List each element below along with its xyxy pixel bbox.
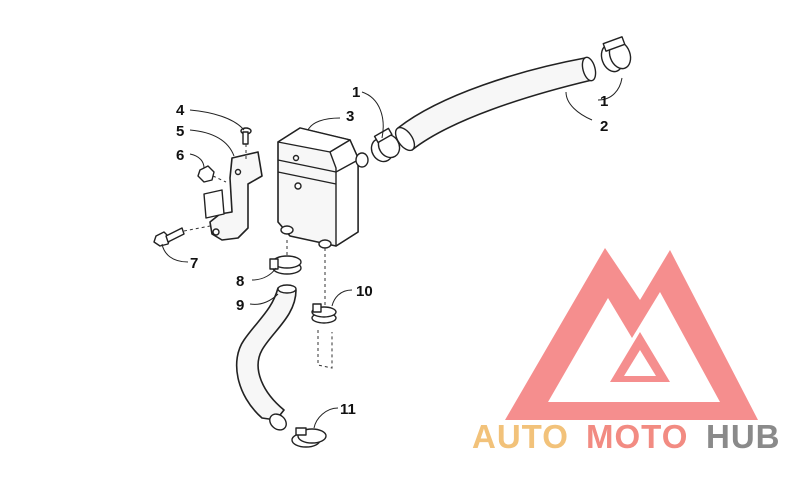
- lower-hose: [235, 284, 297, 431]
- callout-3: 3: [346, 108, 354, 125]
- watermark-hub: HUB: [706, 418, 781, 455]
- callout-7: 7: [190, 255, 198, 272]
- hidden-lines: [183, 144, 333, 369]
- breather-tank: [277, 127, 369, 249]
- mounting-bracket: [203, 151, 263, 241]
- callout-10: 10: [356, 283, 373, 300]
- callout-6: 6: [176, 147, 184, 164]
- upper-right-clamp: [600, 36, 632, 73]
- callout-1-middle: 1: [352, 84, 360, 101]
- watermark-moto: MOTO: [586, 418, 688, 455]
- callout-2: 2: [600, 118, 608, 135]
- middle-clamp: [370, 127, 401, 163]
- watermark-logo: [505, 248, 758, 420]
- nut: [197, 165, 215, 183]
- lower-left-clamp: [269, 255, 302, 275]
- callout-4: 4: [176, 102, 185, 119]
- right-lower-clamp: [311, 303, 337, 324]
- bottom-clamp: [291, 427, 327, 448]
- watermark-auto: AUTO: [472, 418, 569, 455]
- bolt: [153, 227, 185, 247]
- upper-hose: [394, 56, 597, 152]
- leader-lines: [161, 77, 623, 429]
- callout-11: 11: [340, 401, 356, 418]
- watermark-text: AUTO MOTO HUB: [472, 418, 781, 455]
- callout-8: 8: [236, 273, 244, 290]
- screw: [240, 127, 252, 145]
- callout-9: 9: [236, 297, 244, 314]
- callout-5: 5: [176, 123, 184, 140]
- callout-1-right: 1: [600, 93, 608, 110]
- callout-labels: 1 1 2 3 4 5 6 7 8 9 10 11: [176, 84, 608, 418]
